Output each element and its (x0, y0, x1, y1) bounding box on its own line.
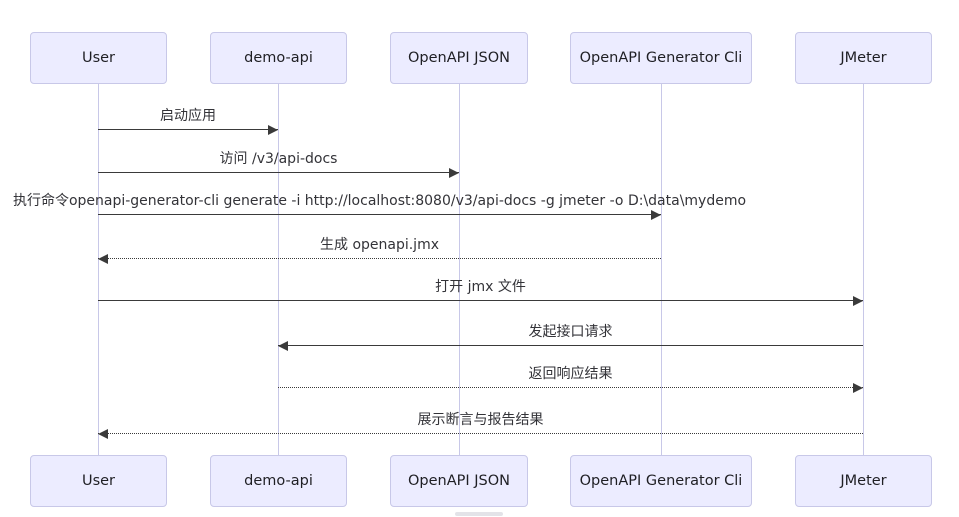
actor-label-demo-api: demo-api (244, 50, 313, 66)
actor-label-generator-cli: OpenAPI Generator Cli (579, 473, 743, 489)
actor-box-top-user[interactable]: User (30, 32, 167, 84)
message-arrowhead-1 (268, 125, 278, 135)
message-line-2 (98, 172, 459, 173)
message-line-1 (98, 129, 278, 130)
lifeline-demo-api (278, 84, 279, 455)
message-label-8: 展示断言与报告结果 (417, 412, 544, 428)
lifeline-openapi-json (459, 84, 460, 455)
message-line-4 (98, 258, 661, 259)
message-line-7 (278, 387, 863, 388)
message-arrowhead-7 (853, 383, 863, 393)
message-label-3: 执行命令openapi-generator-cli generate -i ht… (12, 193, 747, 209)
message-label-2: 访问 /v3/api-docs (219, 151, 338, 167)
message-label-7: 返回响应结果 (528, 366, 613, 382)
message-label-4: 生成 openapi.jmx (319, 237, 440, 253)
actor-box-bottom-jmeter[interactable]: JMeter (795, 455, 932, 507)
message-label-1: 启动应用 (160, 108, 216, 124)
actor-label-user: User (81, 50, 116, 66)
actor-label-jmeter: JMeter (840, 50, 887, 66)
horizontal-scrollbar-thumb[interactable] (455, 512, 503, 516)
message-arrowhead-5 (853, 296, 863, 306)
message-arrowhead-3 (651, 210, 661, 220)
actor-label-generator-cli: OpenAPI Generator Cli (579, 50, 743, 66)
actor-box-bottom-openapi-json[interactable]: OpenAPI JSON (390, 455, 528, 507)
message-label-6: 发起接口请求 (528, 324, 613, 340)
actor-label-user: User (81, 473, 116, 489)
message-arrowhead-8 (98, 429, 108, 439)
actor-box-top-openapi-json[interactable]: OpenAPI JSON (390, 32, 528, 84)
message-line-3 (98, 214, 661, 215)
message-arrowhead-6 (278, 341, 288, 351)
message-line-6 (278, 345, 863, 346)
actor-label-openapi-json: OpenAPI JSON (407, 50, 511, 66)
lifeline-jmeter (863, 84, 864, 455)
actor-box-top-demo-api[interactable]: demo-api (210, 32, 347, 84)
message-arrowhead-2 (449, 168, 459, 178)
message-arrowhead-4 (98, 254, 108, 264)
actor-box-top-generator-cli[interactable]: OpenAPI Generator Cli (570, 32, 752, 84)
actor-label-jmeter: JMeter (840, 473, 887, 489)
lifeline-generator-cli (661, 84, 662, 455)
lifeline-user (98, 84, 99, 455)
actor-label-demo-api: demo-api (244, 473, 313, 489)
actor-box-bottom-user[interactable]: User (30, 455, 167, 507)
actor-box-bottom-demo-api[interactable]: demo-api (210, 455, 347, 507)
actor-box-bottom-generator-cli[interactable]: OpenAPI Generator Cli (570, 455, 752, 507)
message-line-8 (98, 433, 863, 434)
actor-label-openapi-json: OpenAPI JSON (407, 473, 511, 489)
actor-box-top-jmeter[interactable]: JMeter (795, 32, 932, 84)
message-line-5 (98, 300, 863, 301)
message-label-5: 打开 jmx 文件 (435, 279, 526, 295)
